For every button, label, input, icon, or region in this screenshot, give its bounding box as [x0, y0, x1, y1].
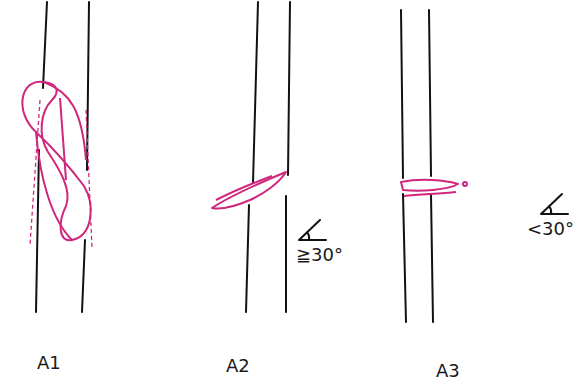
transverse-fracture: [404, 192, 456, 196]
angle-label: <30°: [527, 220, 574, 238]
oblique-fracture: [212, 172, 286, 209]
bone-outline: [285, 196, 287, 312]
angle-label: ≧30°: [296, 246, 343, 264]
bone-outline: [87, 2, 89, 170]
bone-outline: [253, 2, 258, 183]
spiral-fracture: [60, 98, 66, 180]
angle-symbol: [541, 194, 568, 214]
bone-outline: [403, 194, 406, 322]
bone-fragment: [463, 182, 467, 186]
bone-outline: [288, 2, 290, 175]
bone-outline: [401, 10, 403, 178]
type-label: A3: [436, 362, 460, 380]
oblique-fracture: [216, 176, 272, 200]
angle-symbol: [299, 220, 326, 240]
spiral-fracture: [44, 82, 86, 160]
bone-outline: [82, 240, 85, 312]
bone-outline: [43, 2, 47, 88]
bone-outline: [36, 150, 39, 312]
type-label: A2: [226, 357, 250, 375]
spiral-fracture: [36, 132, 72, 240]
bone-outline: [429, 10, 431, 176]
dashed-outline: [30, 100, 92, 248]
type-label: A1: [37, 354, 61, 372]
spiral-fracture: [22, 82, 90, 241]
transverse-fracture: [401, 180, 458, 191]
bone-outline: [431, 194, 433, 322]
bone-outline: [246, 205, 249, 312]
